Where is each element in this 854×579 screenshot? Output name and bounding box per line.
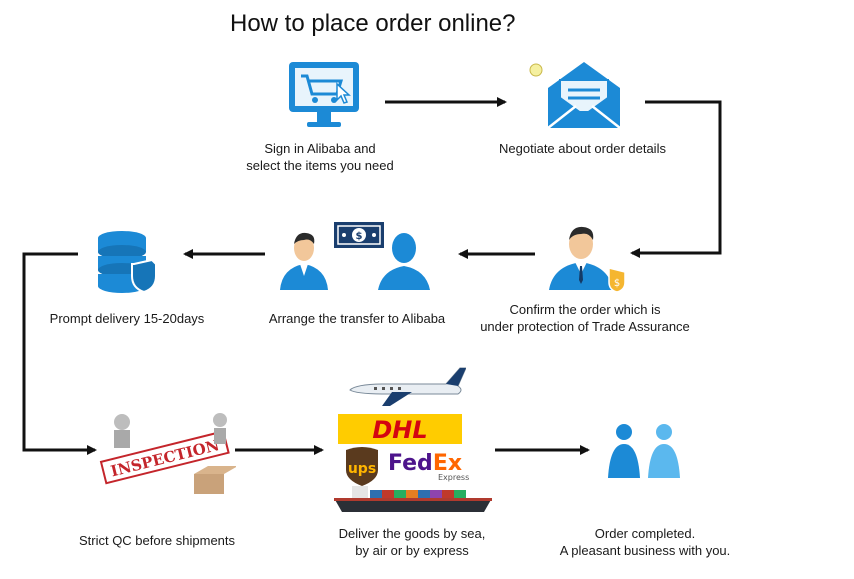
- people-icon: [604, 422, 686, 480]
- envelope-icon: [526, 58, 624, 132]
- dhl-logo: DHL: [338, 414, 462, 444]
- svg-text:Express: Express: [438, 473, 469, 482]
- step-4-caption: Arrange the transfer to Alibaba: [268, 311, 446, 326]
- airplane-icon: [346, 364, 467, 408]
- page-title: How to place order online?: [230, 10, 516, 37]
- computer-cart-icon: [287, 60, 363, 132]
- step-8-caption: Order completed. A pleasant business wit…: [559, 526, 731, 558]
- ship-icon: [330, 484, 496, 514]
- arrow-5-6: [22, 252, 97, 455]
- arrow-2-3: [630, 100, 722, 258]
- database-shield-icon: [96, 230, 158, 294]
- step-1-caption: Sign in Alibaba and select the items you…: [246, 141, 394, 173]
- step-5-caption: Prompt delivery 15-20days: [49, 311, 205, 326]
- agent-shield-icon: $: [543, 218, 629, 293]
- svg-text:FedEx: FedEx: [388, 451, 462, 476]
- ups-logo: ups: [342, 446, 382, 486]
- step-6-caption: Strict QC before shipments: [78, 533, 236, 548]
- step-2-caption: Negotiate about order details: [499, 141, 666, 156]
- money-transfer-icon: $: [278, 218, 440, 292]
- svg-text:$: $: [356, 231, 363, 242]
- step-3-caption: Confirm the order which is under protect…: [480, 302, 690, 334]
- fedex-logo: FedEx Express: [386, 448, 470, 482]
- step-7-caption: Deliver the goods by sea, by air or by e…: [338, 526, 486, 558]
- svg-text:ups: ups: [348, 461, 376, 477]
- svg-text:$: $: [614, 278, 620, 289]
- inspection-icon: INSPECTION: [96, 408, 238, 500]
- svg-text:DHL: DHL: [372, 416, 427, 444]
